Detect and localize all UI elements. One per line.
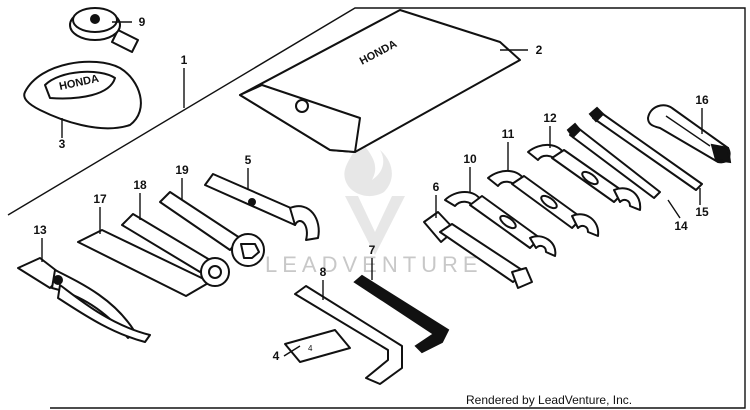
part-5-spanner xyxy=(204,173,320,241)
part-18-wrench xyxy=(121,213,230,287)
part-4-plate: 4 xyxy=(284,329,351,363)
callout-15: 15 xyxy=(695,205,709,219)
callout-numbers: 1 2 3 4 5 6 7 8 9 10 11 12 13 14 15 16 1… xyxy=(33,15,709,363)
part-9-tire-gauge xyxy=(69,7,139,53)
callout-10: 10 xyxy=(463,152,477,166)
callout-18: 18 xyxy=(133,178,147,192)
callout-14: 14 xyxy=(674,219,688,233)
callout-2: 2 xyxy=(536,43,543,57)
kit-frame xyxy=(7,7,746,409)
callout-8: 8 xyxy=(320,265,327,279)
callout-13: 13 xyxy=(33,223,47,237)
callout-9: 9 xyxy=(139,15,146,29)
callout-16: 16 xyxy=(695,93,709,107)
part-14-screwdriver-blade xyxy=(566,122,661,199)
part-13-pliers xyxy=(17,257,151,343)
part-19-wrench xyxy=(159,191,265,267)
part-15-screwdriver-blade xyxy=(588,106,703,191)
callout-19: 19 xyxy=(175,163,189,177)
part-12-open-wrench xyxy=(527,144,642,211)
watermark-logo-icon xyxy=(344,140,405,255)
part-3-tool-pouch: HONDA xyxy=(23,60,142,130)
part-6-socket-extension xyxy=(423,211,533,289)
part-7-hex-key xyxy=(353,274,450,354)
callout-6: 6 xyxy=(433,180,440,194)
callout-1: 1 xyxy=(181,53,188,67)
part-16-screwdriver-handle xyxy=(647,104,732,164)
render-credit: Rendered by LeadVenture, Inc. xyxy=(466,393,633,407)
watermark-text: LEADVENTURE xyxy=(265,252,483,277)
leader-lines xyxy=(41,21,703,357)
callout-5: 5 xyxy=(245,153,252,167)
callout-17: 17 xyxy=(93,192,107,206)
callout-3: 3 xyxy=(59,137,66,151)
callout-7: 7 xyxy=(369,243,376,257)
callout-12: 12 xyxy=(543,111,557,125)
callout-4: 4 xyxy=(273,349,280,363)
part-10-open-wrench xyxy=(444,191,557,257)
plate-mark-text: 4 xyxy=(308,344,313,353)
part-8-hex-key xyxy=(294,285,403,385)
part-2-tool-bag: HONDA xyxy=(239,9,521,153)
part-11-open-wrench xyxy=(487,170,600,237)
callout-11: 11 xyxy=(502,127,515,141)
